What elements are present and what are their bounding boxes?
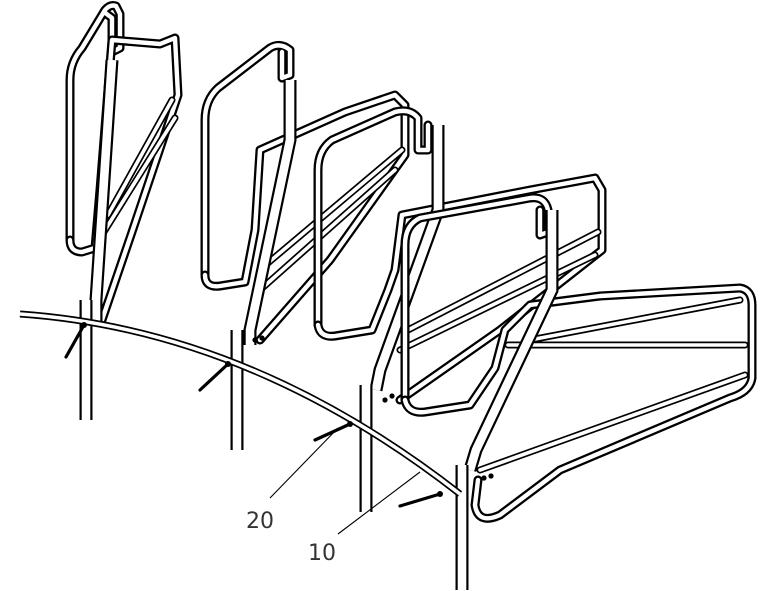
callout-pin: 20 [246, 427, 339, 534]
curved-rail [19, 310, 463, 497]
bike-stand-unit-2 [200, 40, 410, 450]
pin [198, 362, 230, 392]
bike-stand-unit-1 [65, 1, 183, 420]
callout-label-curved-rail: 10 [308, 541, 336, 566]
callout-label-pin: 20 [246, 509, 274, 534]
bike-stand-unit-3 [313, 106, 607, 512]
pin [313, 422, 352, 442]
pin [64, 323, 86, 359]
pin [398, 492, 442, 508]
callout-curved-rail: 10 [308, 471, 421, 566]
bike-stand-unit-4 [400, 193, 757, 590]
pin-set [64, 322, 494, 508]
